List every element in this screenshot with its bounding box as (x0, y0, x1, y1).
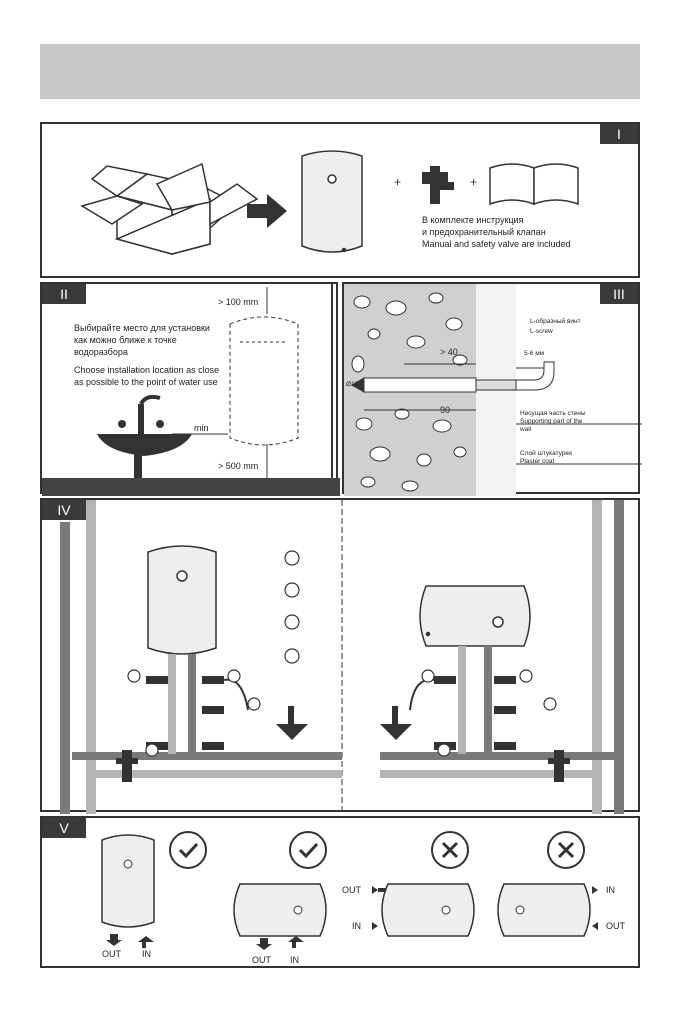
heater-option-2 (233, 883, 327, 937)
dim-min-label: min (194, 423, 209, 433)
panel-5: V OUT IN OU (40, 816, 640, 968)
dim-40: > 40 (440, 347, 458, 357)
heater-outline (229, 316, 299, 446)
in-label-3: IN (352, 921, 361, 931)
screw-icon (351, 361, 555, 393)
gap-label: 5-6 мм (524, 350, 545, 357)
cross-icon (431, 831, 585, 869)
out-label-4: OUT (606, 921, 625, 931)
panel-1: I + + (40, 122, 640, 278)
out-label-3: OUT (342, 885, 361, 895)
panel-3-illustration (344, 284, 642, 496)
dim-bottom-label: > 500 mm (218, 461, 259, 471)
sink-icon (97, 394, 192, 478)
heater-option-1 (101, 834, 155, 928)
wall-ru: Несущая часть стены (520, 410, 586, 417)
panel-4-number: IV (42, 500, 86, 520)
lscrew-ru: L-образный винт (530, 318, 581, 325)
plaster-en: Plaster coat (520, 458, 555, 465)
wall-en-2: wall (520, 426, 532, 433)
panel-3: III L-образный винт L-screw 5-6 мм > 40 (342, 282, 642, 496)
water-heater-icon (301, 150, 363, 253)
plus-sign-1: + (394, 175, 401, 189)
plus-sign-2: + (470, 175, 477, 189)
panel-4-illustration (60, 500, 624, 814)
panel-4: IV (40, 498, 640, 814)
plaster-ru: Слой штукатурки (520, 450, 572, 457)
text-ru-1: Выбирайте место для установки (74, 323, 210, 333)
heater-option-3 (381, 883, 475, 937)
dim-90: 90 (440, 405, 451, 415)
wall-en-1: Supporting part of the (520, 418, 583, 425)
panel-5-illustration (101, 831, 598, 950)
panel-1-illustration: + + (80, 150, 579, 255)
includes-text-ru-1: В комплекте инструкция (422, 215, 524, 225)
panel-2: II > 100 mm Выбирайте место для установк… (40, 282, 340, 496)
panel-1-number: I (600, 124, 638, 144)
out-label-1: OUT (102, 949, 121, 959)
out-label-2: OUT (252, 955, 271, 965)
check-icon (169, 831, 327, 869)
text-en-2: as possible to the point of water use (74, 377, 218, 387)
lscrew-en: L-screw (530, 328, 553, 335)
floor (42, 478, 340, 496)
text-en-1: Choose installation location as close (74, 365, 220, 375)
panel-2-number: II (42, 284, 86, 304)
manual-book-icon (489, 163, 579, 206)
vertical-heater-icon (147, 545, 217, 655)
tap-icon (276, 706, 412, 740)
box-icon (80, 162, 259, 255)
includes-text-ru-2: и предохранительный клапан (422, 227, 546, 237)
horizontal-heater-icon (419, 585, 531, 647)
arrow-right-icon (247, 194, 287, 228)
safety-valve-icon (422, 166, 454, 204)
in-label-1: IN (142, 949, 151, 959)
dim-12: Ø12 (346, 381, 359, 388)
dim-top-label: > 100 mm (218, 297, 259, 307)
in-label-4: IN (606, 885, 615, 895)
includes-text-en: Manual and safety valve are included (422, 239, 571, 249)
panel-3-number: III (600, 284, 638, 304)
panel-5-number: V (42, 818, 86, 838)
panel-2-illustration (42, 284, 340, 496)
in-label-2: IN (290, 955, 299, 965)
text-ru-3: водоразбора (74, 347, 128, 357)
text-ru-2: как можно ближе к точке (74, 335, 177, 345)
header-bar (40, 44, 640, 99)
heater-option-4 (497, 883, 591, 937)
